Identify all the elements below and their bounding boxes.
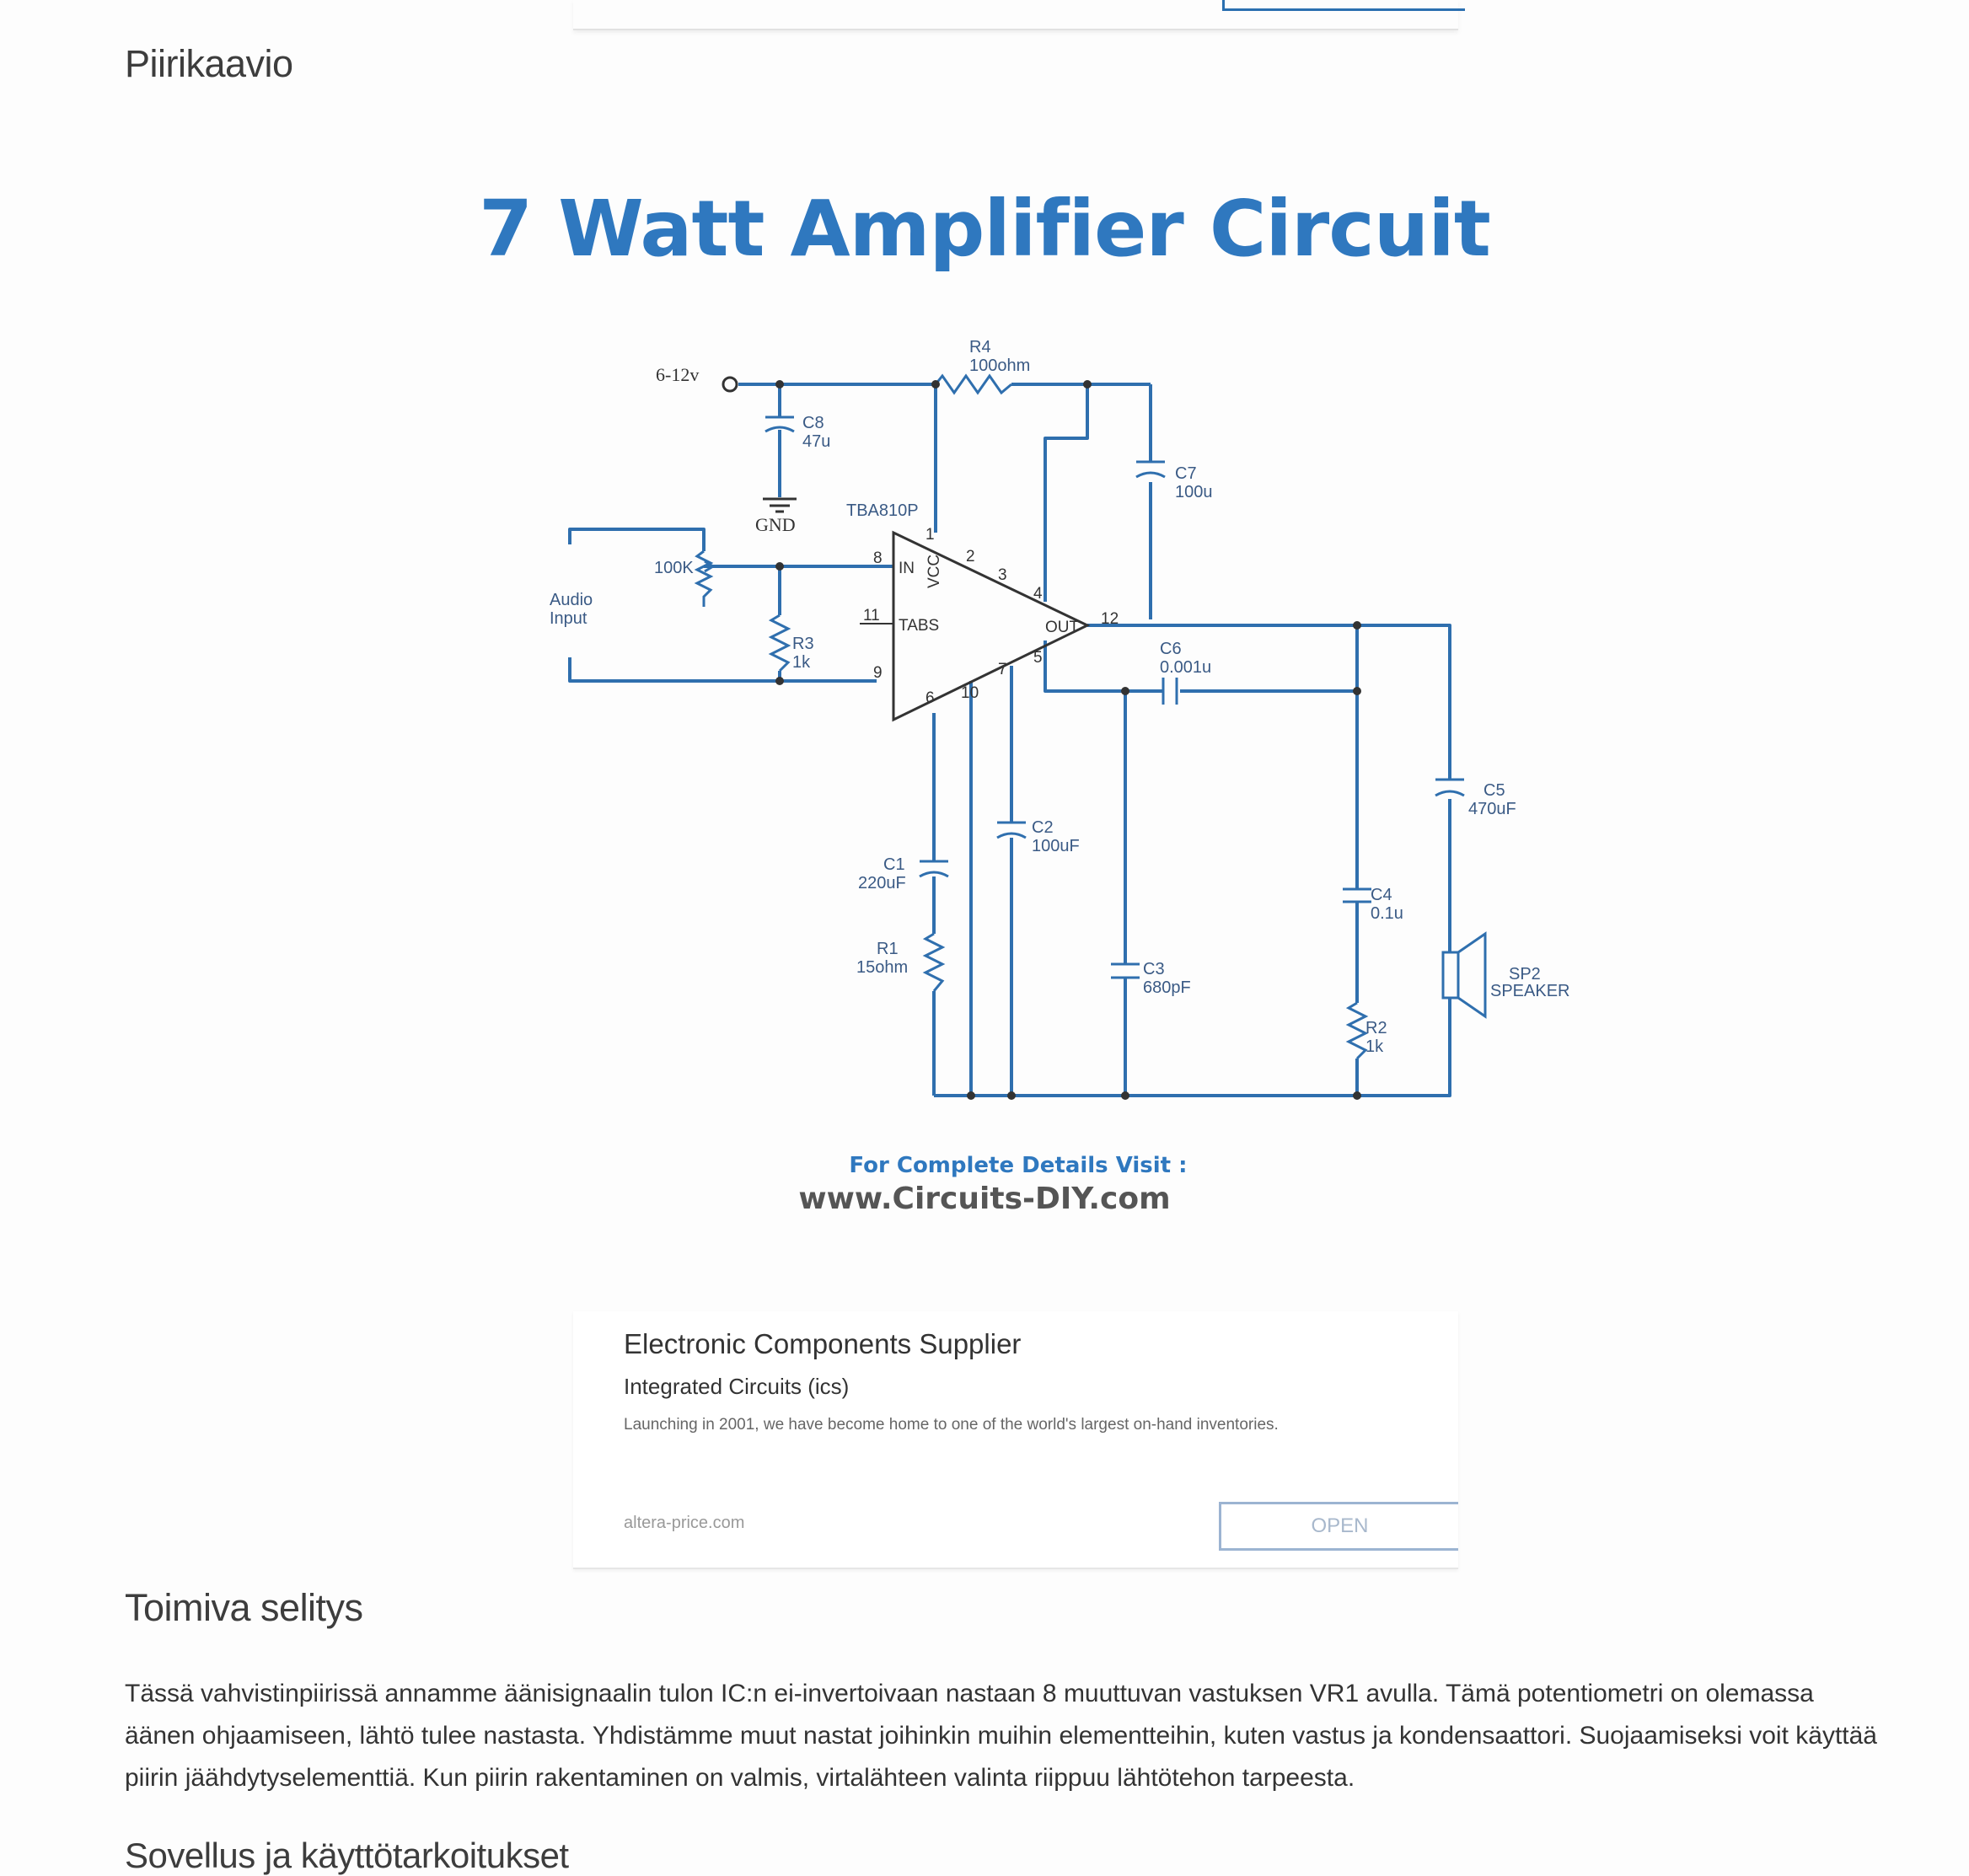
capacitor-c1	[919, 860, 949, 878]
ad-title[interactable]: Electronic Components Supplier	[624, 1328, 1022, 1359]
ad-open-button[interactable]: OPEN	[1219, 1502, 1458, 1551]
visit-label: For Complete Details Visit :	[849, 1153, 1188, 1178]
supply-label: 6-12v	[656, 364, 699, 385]
section-heading-schematic: Piirikaavio	[125, 42, 293, 85]
capacitor-c7	[1135, 460, 1166, 479]
ic-label: TBA810P	[846, 501, 919, 520]
pin-label-vcc: VCC	[925, 555, 943, 588]
c8-name: C8	[802, 414, 824, 432]
r4-name: R4	[969, 338, 991, 356]
wire-audio-bottom	[568, 657, 877, 683]
ad-subtitle: Integrated Circuits (ics)	[624, 1374, 850, 1399]
c8-value: 47u	[802, 432, 830, 451]
resistor-r4	[934, 373, 1012, 395]
pin-4: 4	[1033, 585, 1043, 603]
c2-name: C2	[1032, 818, 1054, 837]
pin-8: 8	[873, 549, 883, 567]
resistor-r2	[1345, 1001, 1369, 1060]
gnd-label: GND	[755, 514, 796, 535]
pin-11: 11	[863, 607, 880, 624]
pin-2: 2	[966, 548, 975, 565]
amplifier-triangle	[892, 530, 1091, 722]
junction-dots	[775, 380, 1361, 1100]
c1-value: 220uF	[858, 874, 906, 892]
resistor-r1	[922, 932, 946, 992]
pin-3: 3	[998, 566, 1007, 584]
wire-audio-top	[568, 528, 706, 551]
previous-ad-button-edge[interactable]	[1222, 0, 1465, 11]
c3-name: C3	[1143, 960, 1165, 978]
c3-value: 680pF	[1143, 978, 1191, 997]
wire-c7-top	[1044, 384, 1089, 602]
pot-label: 100K	[654, 559, 694, 577]
c4-value: 0.1u	[1371, 904, 1403, 923]
audio-input-label-2: Input	[550, 609, 587, 628]
c7-name: C7	[1175, 464, 1197, 483]
potentiometer-100k	[694, 549, 714, 607]
speaker-name: SP2	[1509, 965, 1541, 984]
r3-value: 1k	[792, 653, 811, 672]
resistor-r3	[768, 614, 791, 673]
supply-terminal	[722, 376, 738, 393]
capacitor-c6	[1162, 678, 1178, 705]
pin-6: 6	[925, 689, 935, 707]
capacitor-c5	[1435, 778, 1465, 797]
r3-name: R3	[792, 635, 814, 653]
capacitor-c8	[765, 415, 795, 433]
wire-output	[1087, 624, 1451, 952]
speaker-sp2	[1441, 931, 1487, 1019]
section-heading-applications: Sovellus ja käyttötarkoitukset	[125, 1836, 569, 1875]
c4-name: C4	[1371, 886, 1392, 904]
r1-value: 15ohm	[856, 958, 908, 977]
speaker-value: SPEAKER	[1490, 982, 1569, 1000]
c7-value: 100u	[1175, 483, 1213, 501]
r2-value: 1k	[1365, 1037, 1384, 1056]
diagram-title: 7 Watt Amplifier Circuit	[479, 184, 1491, 274]
ad-description: Launching in 2001, we have become home t…	[624, 1416, 1279, 1434]
c6-name: C6	[1160, 640, 1182, 658]
pin-label-in: IN	[899, 560, 915, 577]
section-heading-operation: Toimiva selitys	[125, 1586, 363, 1629]
c1-name: C1	[883, 855, 905, 874]
pot-arrow	[704, 560, 714, 573]
pin-5: 5	[1033, 649, 1043, 667]
capacitor-c3	[1111, 962, 1140, 979]
ad-card[interactable]: Electronic Components Supplier Integrate…	[573, 1311, 1458, 1569]
capacitor-c4	[1343, 887, 1371, 903]
capacitor-c2	[996, 821, 1027, 839]
r2-name: R2	[1365, 1019, 1387, 1037]
r1-name: R1	[877, 940, 899, 958]
c5-name: C5	[1483, 781, 1505, 800]
pin-10: 10	[961, 684, 979, 702]
c6-value: 0.001u	[1160, 658, 1211, 677]
ad-domain[interactable]: altera-price.com	[624, 1514, 745, 1532]
c2-value: 100uF	[1032, 837, 1080, 855]
previous-ad-card-edge	[573, 0, 1465, 30]
audio-input-label-1: Audio	[550, 591, 593, 609]
pin-label-tabs: TABS	[899, 617, 939, 635]
pin-7: 7	[998, 661, 1007, 678]
c5-value: 470uF	[1468, 800, 1516, 818]
pin-1: 1	[925, 526, 935, 544]
pin-label-out: OUT	[1045, 619, 1080, 636]
pin-12: 12	[1101, 610, 1119, 628]
r4-value: 100ohm	[969, 356, 1030, 375]
operation-paragraph: Tässä vahvistinpiirissä annamme äänisign…	[125, 1680, 1877, 1792]
wire-c6-left	[1044, 641, 1163, 693]
visit-url: www.Circuits-DIY.com	[798, 1182, 1171, 1216]
pin-9: 9	[873, 664, 883, 682]
gnd-symbol	[763, 497, 797, 513]
wire-ground-rail	[934, 998, 1451, 1097]
